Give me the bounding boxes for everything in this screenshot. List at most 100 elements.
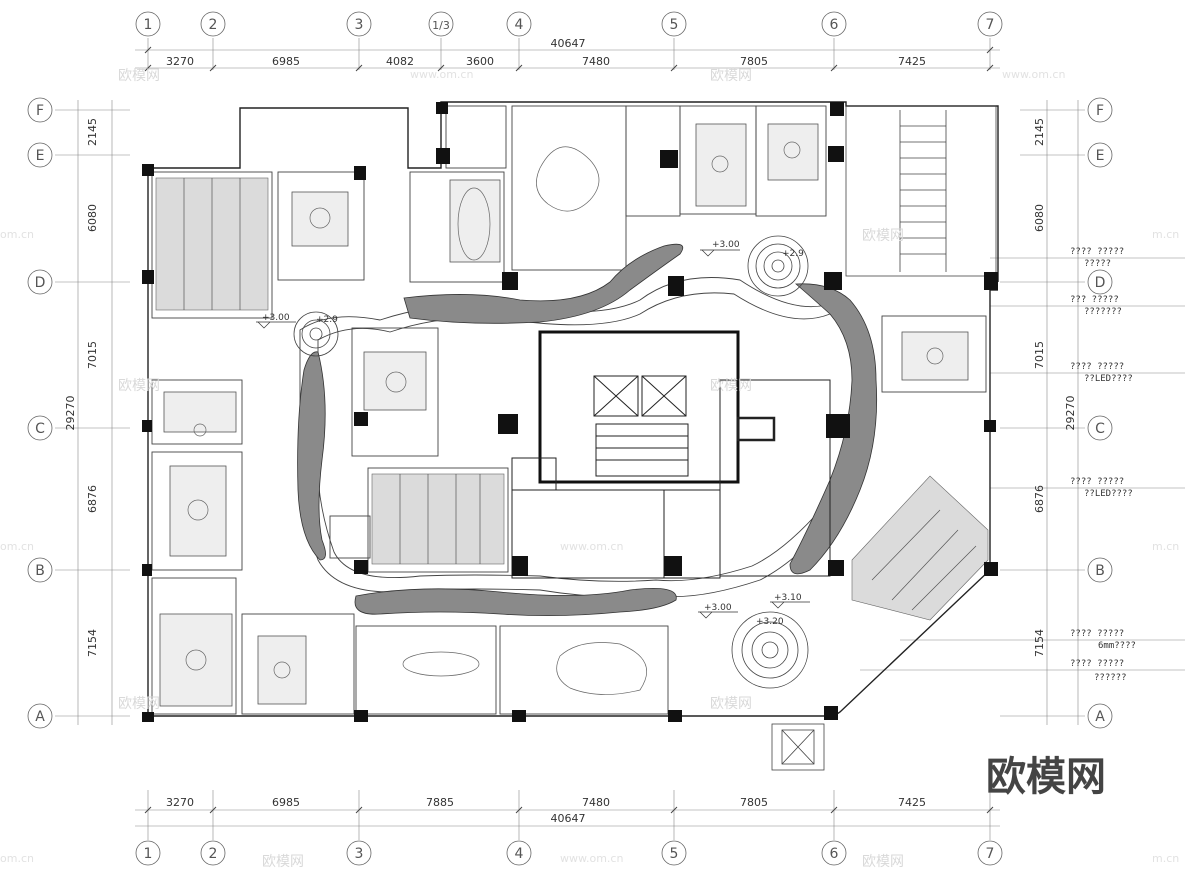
row-label-left-e: E bbox=[36, 148, 45, 164]
note-4-line-2: ??LED???? bbox=[1084, 489, 1133, 499]
bottom-dim-1: 3270 bbox=[166, 796, 194, 809]
watermark-brand-2: 欧模网 bbox=[710, 68, 752, 84]
watermark-brand-8: 欧模网 bbox=[262, 854, 304, 870]
right-total-dimension: 29270 bbox=[1064, 396, 1077, 431]
bottom-col-label-4: 4 bbox=[515, 846, 524, 862]
dimension-ticks bbox=[144, 46, 994, 814]
watermark-site-7: m.cn bbox=[1152, 540, 1179, 553]
top-dim-1: 3270 bbox=[166, 55, 194, 68]
col-label-5: 5 bbox=[670, 17, 679, 33]
watermark-site-10: m.cn bbox=[1152, 852, 1179, 865]
watermark-site-4: m.cn bbox=[1152, 228, 1179, 241]
row-label-right-f: F bbox=[1096, 103, 1104, 119]
note-1-line-1: ???? ????? bbox=[1070, 247, 1124, 257]
column-bubbles-bottom bbox=[135, 840, 1003, 866]
top-dim-5: 7480 bbox=[582, 55, 610, 68]
note-5-line-2: 6mm???? bbox=[1098, 641, 1136, 651]
row-bubbles-left bbox=[27, 97, 53, 729]
elevation-label-7: +2.9 bbox=[316, 315, 338, 325]
top-dim-3: 4082 bbox=[386, 55, 414, 68]
row-label-right-e: E bbox=[1096, 148, 1105, 164]
note-6-line-2: ?????? bbox=[1094, 673, 1127, 683]
stair-annex bbox=[845, 105, 997, 277]
bottom-dim-2: 6985 bbox=[272, 796, 300, 809]
col-label-6: 6 bbox=[830, 17, 839, 33]
note-4-line-1: ???? ????? bbox=[1070, 477, 1124, 487]
ceiling-ornaments bbox=[185, 141, 944, 695]
right-dim-3: 7015 bbox=[1033, 341, 1046, 369]
row-bubbles-right bbox=[1087, 97, 1113, 729]
ceiling-patterns bbox=[159, 123, 969, 707]
elevation-label-4: +3.10 bbox=[774, 593, 802, 603]
row-label-right-a: A bbox=[1095, 709, 1105, 725]
brand-logo-text: 欧模网 bbox=[986, 754, 1106, 800]
note-2-line-2: ??????? bbox=[1084, 307, 1122, 317]
hatch-dividers bbox=[183, 178, 977, 611]
top-dim-4: 3600 bbox=[466, 55, 494, 68]
watermark-site-1: www.om.cn bbox=[410, 68, 473, 81]
note-6-line-1: ???? ????? bbox=[1070, 659, 1124, 669]
column-bubbles-top bbox=[135, 11, 1003, 37]
bottom-total-dimension: 40647 bbox=[551, 812, 586, 825]
watermark-brand-5: 欧模网 bbox=[710, 378, 752, 394]
grid-lines bbox=[55, 38, 1185, 840]
watermark-brand-9: 欧模网 bbox=[862, 854, 904, 870]
col-label-7: 7 bbox=[986, 17, 995, 33]
watermark-brand-7: 欧模网 bbox=[710, 696, 752, 712]
watermark-brand-1: 欧模网 bbox=[118, 68, 160, 84]
bottom-col-label-1: 1 bbox=[144, 846, 153, 862]
row-label-left-f: F bbox=[36, 103, 44, 119]
left-dim-2: 6080 bbox=[86, 204, 99, 232]
elevation-label-2: +3.00 bbox=[262, 313, 290, 323]
top-dim-2: 6985 bbox=[272, 55, 300, 68]
elevator-shafts bbox=[511, 375, 831, 579]
note-1-line-2: ????? bbox=[1084, 259, 1111, 269]
elevation-label-3: +2.9 bbox=[782, 249, 804, 259]
elevation-label-6: +3.00 bbox=[704, 603, 732, 613]
note-5-line-1: ???? ????? bbox=[1070, 629, 1124, 639]
col-label-2: 2 bbox=[209, 17, 218, 33]
right-dim-4: 6876 bbox=[1033, 485, 1046, 513]
bottom-col-label-5: 5 bbox=[670, 846, 679, 862]
row-label-right-b: B bbox=[1095, 563, 1105, 579]
watermark-site-6: www.om.cn bbox=[560, 540, 623, 553]
bottom-col-label-3: 3 bbox=[355, 846, 364, 862]
row-label-left-d: D bbox=[35, 275, 46, 291]
row-label-left-a: A bbox=[35, 709, 45, 725]
building-core bbox=[538, 330, 740, 484]
left-dim-1: 2145 bbox=[86, 118, 99, 146]
left-dim-3: 7015 bbox=[86, 341, 99, 369]
top-dim-7: 7425 bbox=[898, 55, 926, 68]
bottom-col-label-7: 7 bbox=[986, 846, 995, 862]
watermark-brand-4: 欧模网 bbox=[118, 378, 160, 394]
watermark-site-2: www.om.cn bbox=[1002, 68, 1065, 81]
bottom-dim-5: 7805 bbox=[740, 796, 768, 809]
row-label-right-d: D bbox=[1095, 275, 1106, 291]
left-dim-5: 7154 bbox=[86, 629, 99, 657]
left-total-dimension: 29270 bbox=[64, 396, 77, 431]
row-label-left-b: B bbox=[35, 563, 45, 579]
watermark-site-8: om.cn bbox=[0, 852, 34, 865]
watermark-site-3: om.cn bbox=[0, 228, 34, 241]
elevation-label-1: +3.00 bbox=[712, 240, 740, 250]
watermark-site-5: om.cn bbox=[0, 540, 34, 553]
elevation-label-5: +3.20 bbox=[756, 617, 784, 627]
fountain-features bbox=[293, 235, 809, 689]
note-2-line-1: ??? ????? bbox=[1070, 295, 1119, 305]
watermark-site-9: www.om.cn bbox=[560, 852, 623, 865]
col-label-4: 4 bbox=[515, 17, 524, 33]
col-label-1: 1 bbox=[144, 17, 153, 33]
bottom-annex bbox=[771, 723, 825, 771]
bottom-col-label-2: 2 bbox=[209, 846, 218, 862]
elevation-markers bbox=[256, 249, 810, 619]
structural-columns bbox=[142, 102, 998, 722]
row-label-left-c: C bbox=[35, 421, 45, 437]
top-dim-6: 7805 bbox=[740, 55, 768, 68]
bottom-col-label-6: 6 bbox=[830, 846, 839, 862]
right-dim-5: 7154 bbox=[1033, 629, 1046, 657]
col-label-1-3: 1/3 bbox=[432, 19, 450, 32]
right-dim-1: 2145 bbox=[1033, 118, 1046, 146]
note-3-line-1: ???? ????? bbox=[1070, 362, 1124, 372]
col-label-3: 3 bbox=[355, 17, 364, 33]
